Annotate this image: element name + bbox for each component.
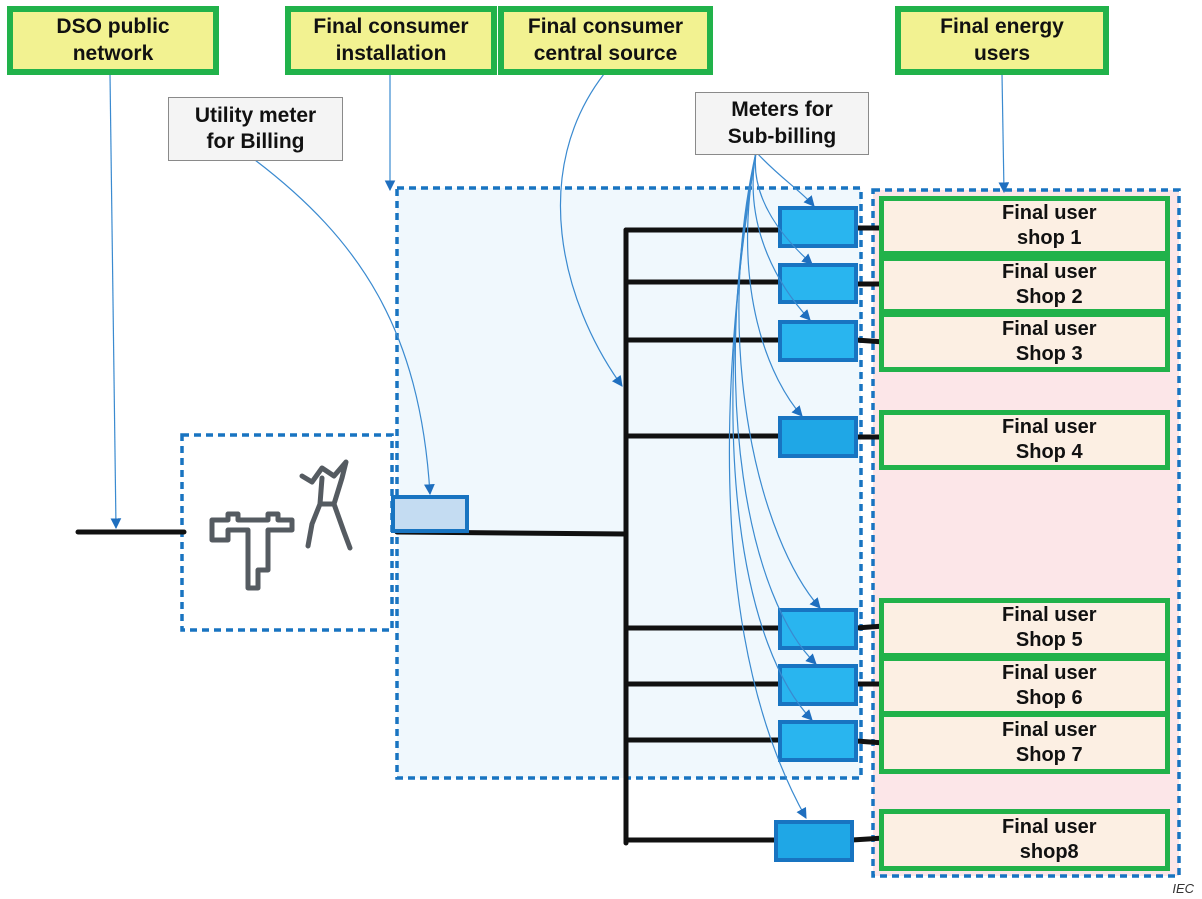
shop-7-label: Final user Shop 7 <box>879 712 1170 774</box>
sub-meter-5 <box>778 608 858 650</box>
pylon-icon <box>299 459 353 551</box>
sub-meter-4 <box>778 416 858 458</box>
sub-meter-7 <box>778 720 858 762</box>
sub-billing-meters <box>774 206 858 862</box>
shop-3-label: Final user Shop 3 <box>879 312 1170 372</box>
sub-meter-2 <box>778 263 858 304</box>
shop-6-label: Final user Shop 6 <box>879 656 1170 716</box>
final-consumer-installation-label: Final consumer installation <box>285 6 497 75</box>
shop-5-label: Final user Shop 5 <box>879 598 1170 658</box>
iec-credit: IEC <box>1172 881 1194 896</box>
sub-meter-3 <box>778 320 858 362</box>
sub-meter-1 <box>778 206 858 248</box>
sub-meter-8 <box>774 820 854 862</box>
final-energy-users-label: Final energy users <box>895 6 1109 75</box>
pointer-arrows <box>109 73 1010 819</box>
final-consumer-central-source-label: Final consumer central source <box>498 6 713 75</box>
utility-meter <box>391 495 469 533</box>
shop-1-label: Final user shop 1 <box>879 196 1170 256</box>
sub-meter-6 <box>778 664 858 706</box>
utility-meter-label: Utility meter for Billing <box>168 97 343 161</box>
shop-2-label: Final user Shop 2 <box>879 256 1170 314</box>
shop-4-label: Final user Shop 4 <box>879 410 1170 470</box>
sub-billing-meters-label: Meters for Sub-billing <box>695 92 869 155</box>
shop-8-label: Final user shop8 <box>879 809 1170 871</box>
transformer-icon <box>209 511 295 591</box>
dso-public-network-label: DSO public network <box>7 6 219 75</box>
